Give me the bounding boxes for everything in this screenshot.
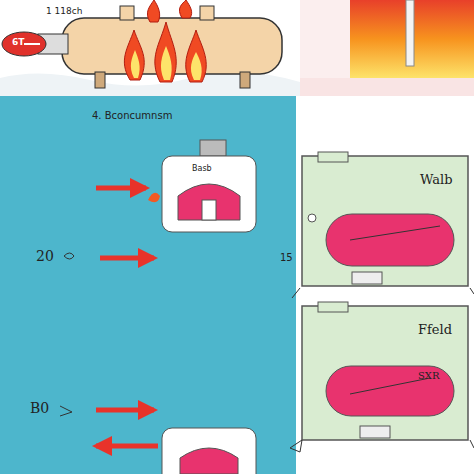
label: 20 xyxy=(36,248,54,264)
unit-box: Basb xyxy=(162,156,256,232)
ground xyxy=(0,72,300,96)
top-ground xyxy=(0,0,474,96)
unit-box xyxy=(148,140,256,232)
capsule: SXR xyxy=(326,366,454,416)
floor xyxy=(300,78,474,96)
right-ground xyxy=(296,96,474,474)
label: B0 xyxy=(30,400,49,416)
room-wall xyxy=(300,0,474,96)
fire-window xyxy=(350,0,474,78)
window-frame xyxy=(406,0,414,66)
node-text: 4. Bconcumnsm xyxy=(92,110,172,121)
arrows xyxy=(96,188,158,446)
green-unit xyxy=(292,152,474,298)
panel: 4. BconcumnsmBasb xyxy=(0,96,296,474)
green-unit xyxy=(290,302,474,452)
label: 15 xyxy=(280,252,293,263)
node-text: Walb xyxy=(420,172,452,187)
label: 6T xyxy=(12,37,24,47)
blue-panel xyxy=(0,96,296,474)
node-text: Ffeld xyxy=(418,322,452,337)
symbol xyxy=(64,253,74,259)
node-text: SXR xyxy=(418,370,440,381)
symbol xyxy=(60,406,72,416)
unit-box: FfeldSXR xyxy=(302,306,468,440)
tank-illustration xyxy=(2,6,282,88)
flames xyxy=(124,0,206,82)
unit-box: Walb xyxy=(302,156,468,286)
node-text: Basb xyxy=(192,164,212,173)
label: 1 118ch xyxy=(46,6,82,16)
unit-box xyxy=(162,428,256,474)
